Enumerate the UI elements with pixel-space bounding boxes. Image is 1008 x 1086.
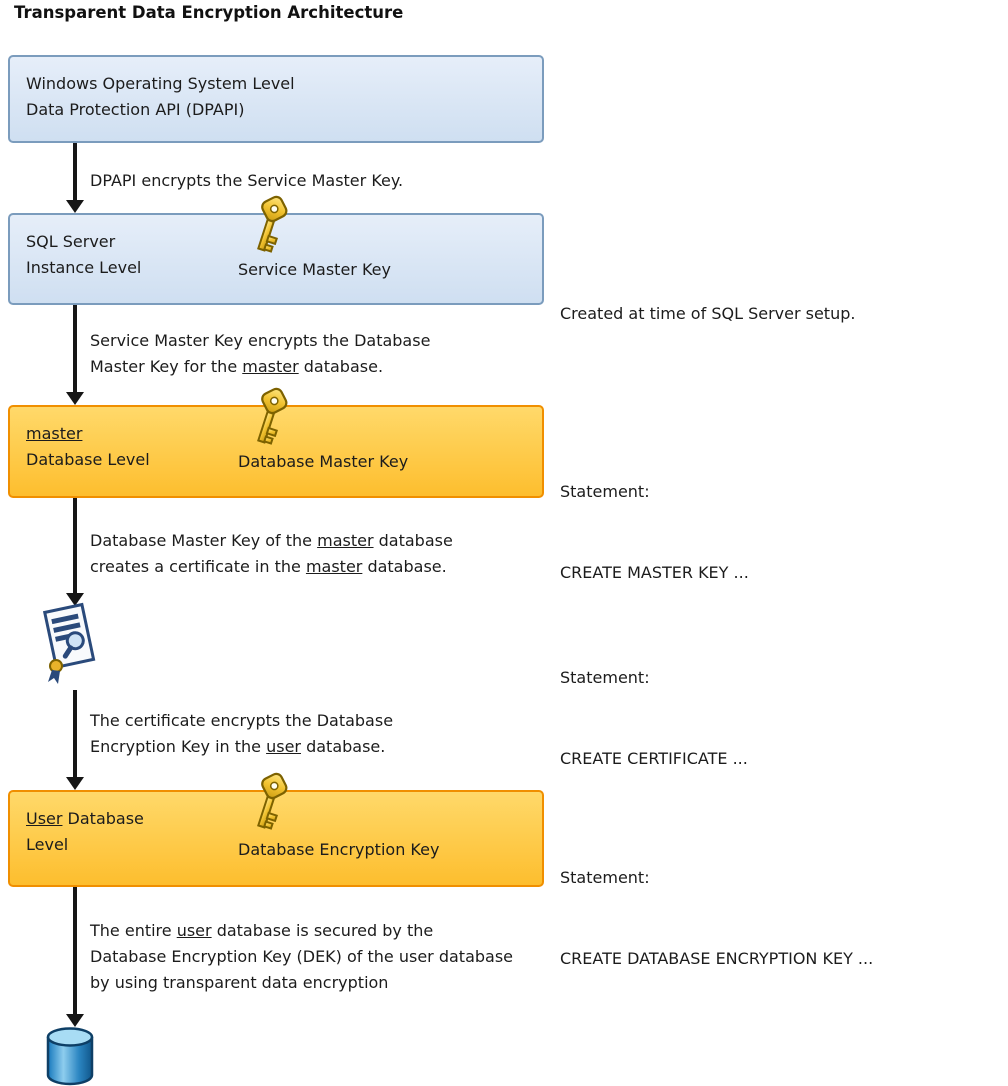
master-key-statement-note: Statement: CREATE MASTER KEY ...	[560, 424, 749, 640]
certificate-icon	[38, 600, 100, 692]
arrow-certificate-to-user	[66, 690, 84, 790]
box-user-line1: User Database	[26, 809, 144, 828]
sql-setup-note: Created at time of SQL Server setup.	[560, 246, 855, 381]
database-cylinder-icon	[44, 1026, 96, 1086]
box-dpapi-label: Windows Operating System Level Data Prot…	[26, 71, 295, 123]
database-encryption-key-icon	[246, 770, 294, 838]
service-master-key-label: Service Master Key	[238, 260, 391, 279]
box-sql-instance: SQL Server Instance Level Service Master…	[8, 213, 544, 305]
arrow-head-icon	[66, 1014, 84, 1027]
statement-sql: CREATE CERTIFICATE ...	[560, 749, 748, 768]
arrow-line	[73, 143, 77, 201]
database-encryption-key-label: Database Encryption Key	[238, 840, 440, 859]
box-dpapi-line2: Data Protection API (DPAPI)	[26, 100, 245, 119]
box-dpapi-line1: Windows Operating System Level	[26, 74, 295, 93]
arrow-master-to-certificate	[66, 498, 84, 606]
database-master-key-icon	[246, 385, 294, 453]
arrow-line	[73, 690, 77, 778]
arrow1-text: DPAPI encrypts the Service Master Key.	[90, 171, 404, 190]
dek-statement-note: Statement: CREATE DATABASE ENCRYPTION KE…	[560, 810, 873, 1026]
arrow4-label: The certificate encrypts the Database En…	[90, 708, 393, 760]
arrow-head-icon	[66, 593, 84, 606]
arrow2-label: Service Master Key encrypts the Database…	[90, 328, 430, 380]
encryption-on-statement-note: Statement: ALTER DATABASE ... SET ENCRYP…	[560, 1026, 889, 1086]
page-title: Transparent Data Encryption Architecture	[14, 3, 404, 22]
arrow-head-icon	[66, 392, 84, 405]
box-user-database: User Database Level Database Encryption …	[8, 790, 544, 887]
arrow4-line1: The certificate encrypts the Database	[90, 711, 394, 730]
arrow2-line2: Master Key for the master database.	[90, 357, 384, 376]
statement-heading: Statement:	[560, 1080, 889, 1086]
arrow-head-icon	[66, 777, 84, 790]
arrow-user-to-database	[66, 887, 84, 1027]
arrow-dpapi-to-sql	[66, 143, 84, 213]
statement-sql: CREATE MASTER KEY ...	[560, 563, 749, 582]
box-sql-line1: SQL Server	[26, 232, 116, 251]
arrow3-line2: creates a certificate in the master data…	[90, 557, 447, 576]
box-dpapi: Windows Operating System Level Data Prot…	[8, 55, 544, 143]
certificate-statement-note: Statement: CREATE CERTIFICATE ...	[560, 610, 748, 826]
arrow-sql-to-master	[66, 305, 84, 405]
arrow3-label: Database Master Key of the master databa…	[90, 528, 453, 580]
box-master-line1: master	[26, 424, 83, 443]
arrow5-label: The entire user database is secured by t…	[90, 918, 513, 996]
arrow2-line1: Service Master Key encrypts the Database	[90, 331, 431, 350]
box-master-line2: Database Level	[26, 450, 150, 469]
box-master-label: master Database Level	[26, 421, 150, 473]
arrow-line	[73, 498, 77, 594]
service-master-key-icon	[246, 193, 294, 261]
box-sql-instance-label: SQL Server Instance Level	[26, 229, 141, 281]
arrow5-line3: by using transparent data encryption	[90, 973, 389, 992]
box-user-label: User Database Level	[26, 806, 144, 858]
arrow3-line1: Database Master Key of the master databa…	[90, 531, 453, 550]
box-master-database: master Database Level Database Master Ke…	[8, 405, 544, 498]
statement-heading: Statement:	[560, 482, 650, 501]
database-master-key-label: Database Master Key	[238, 452, 409, 471]
arrow-line	[73, 305, 77, 393]
arrow4-line2: Encryption Key in the user database.	[90, 737, 386, 756]
sql-setup-note-text: Created at time of SQL Server setup.	[560, 304, 856, 323]
statement-heading: Statement:	[560, 868, 650, 887]
arrow-line	[73, 887, 77, 1015]
box-user-line2: Level	[26, 835, 69, 854]
box-sql-line2: Instance Level	[26, 258, 142, 277]
statement-sql: CREATE DATABASE ENCRYPTION KEY ...	[560, 949, 874, 968]
arrow5-line2: Database Encryption Key (DEK) of the use…	[90, 947, 514, 966]
arrow1-label: DPAPI encrypts the Service Master Key.	[90, 168, 403, 194]
arrow-head-icon	[66, 200, 84, 213]
statement-heading: Statement:	[560, 668, 650, 687]
arrow5-line1: The entire user database is secured by t…	[90, 921, 434, 940]
